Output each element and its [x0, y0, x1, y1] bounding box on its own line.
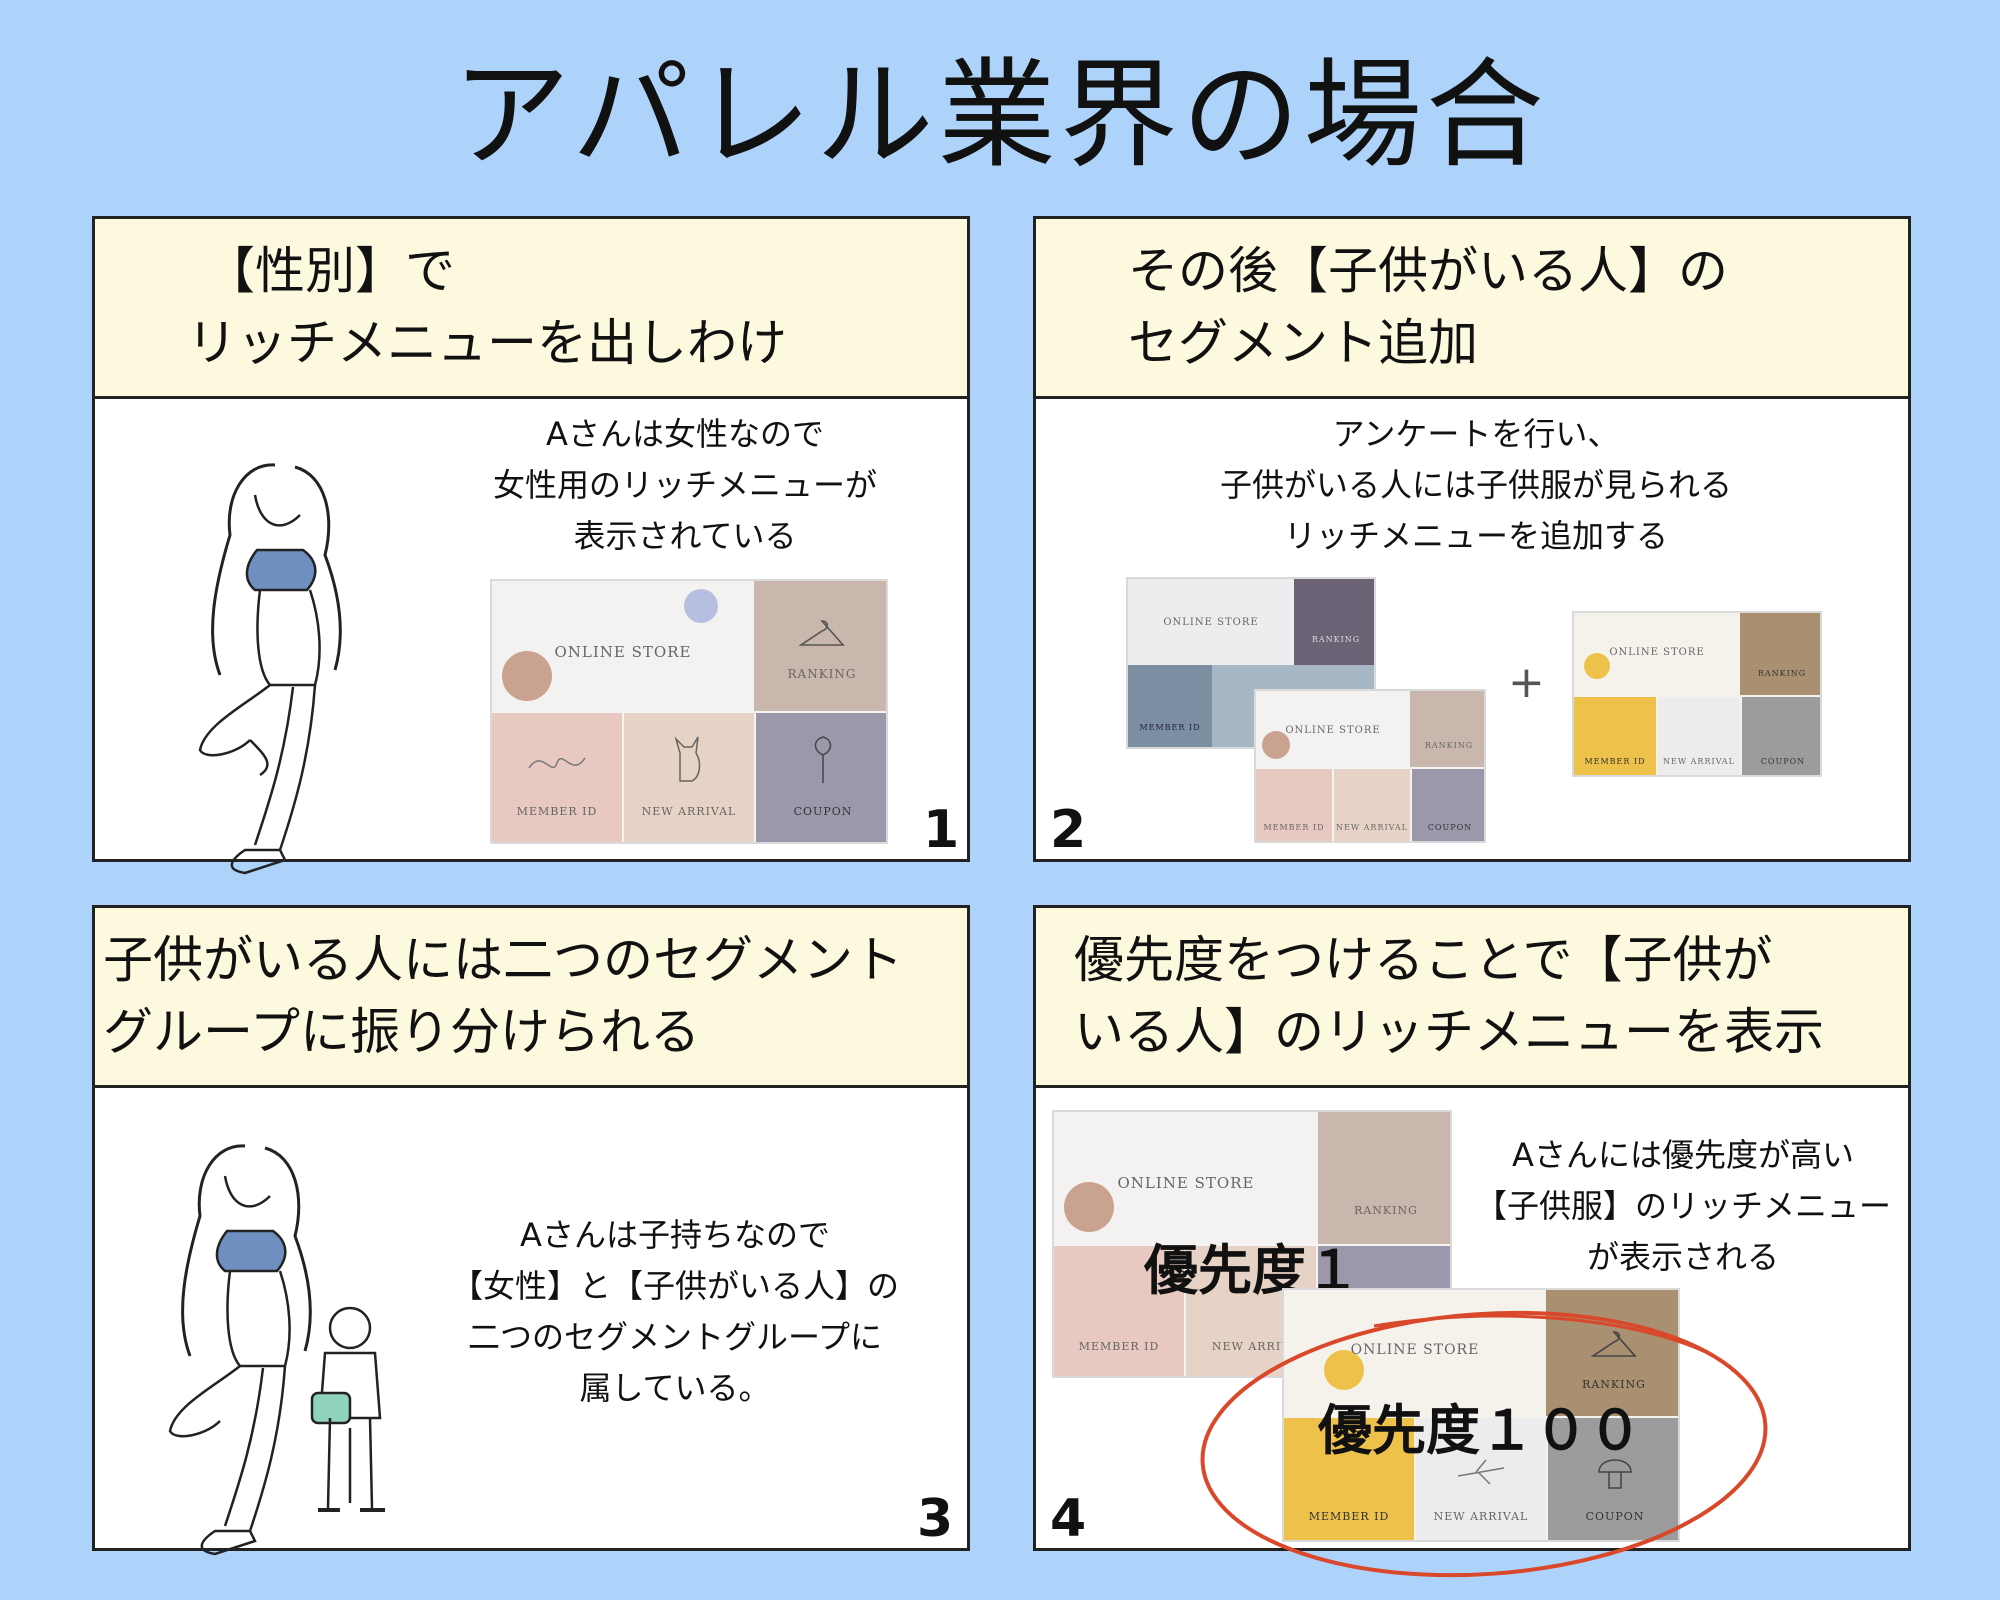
woman-illustration	[198, 463, 342, 875]
member-id-label: MEMBER ID	[1584, 757, 1646, 766]
women-rich-menu-card-small: ONLINE STORE RANKING MEMBER ID NEW ARRIV…	[1254, 689, 1486, 843]
member-id-label: MEMBER ID	[516, 805, 598, 818]
decorative-circle-icon	[1584, 653, 1610, 679]
panel-2-description: アンケートを行い、 子供がいる人には子供服が見られる リッチメニューを追加する	[1219, 415, 1732, 555]
online-store-label: ONLINE STORE	[1117, 1174, 1255, 1192]
decorative-circle-icon	[502, 651, 552, 701]
panel-1-heading-line-2: リッチメニューを出しわけ	[187, 314, 787, 372]
ranking-label: RANKING	[1582, 1378, 1646, 1391]
member-id-label: MEMBER ID	[1263, 823, 1325, 832]
hanger-icon	[1590, 1331, 1637, 1357]
online-store-label: ONLINE STORE	[554, 643, 692, 661]
member-id-label: MEMBER ID	[1139, 723, 1201, 732]
online-store-label: ONLINE STORE	[1285, 725, 1381, 736]
panel-1-gender-segment: 【性別】で リッチメニューを出しわけ Aさんは女性なので 女性用のリッチメニュー…	[92, 216, 970, 875]
member-id-cell: MEMBER ID	[492, 713, 622, 842]
panel-3-heading-line-2: グループに振り分けられる	[103, 1003, 700, 1061]
decorative-circle-icon	[1064, 1182, 1114, 1232]
panel-1-number: 1	[923, 800, 960, 860]
online-store-label: ONLINE STORE	[1350, 1342, 1480, 1358]
women-rich-menu-card: ONLINE STORE RANKING MEMBER ID NEW ARRIV…	[490, 579, 888, 844]
woman-illustration	[168, 1144, 312, 1556]
ribbon-icon	[528, 757, 586, 769]
kids-rich-menu-card: ONLINE STORE RANKING MEMBER ID NEW ARRIV…	[1572, 611, 1822, 777]
flower-icon	[684, 589, 718, 623]
panel-2-heading-line-2: セグメント追加	[1128, 314, 1478, 372]
highlight-circle	[1200, 1310, 1768, 1578]
panel-3-header: 子供がいる人には二つのセグメント グループに振り分けられる	[95, 908, 967, 1088]
ranking-label: RANKING	[787, 667, 857, 681]
child-illustration	[310, 1306, 385, 1512]
kids-rich-menu-priority-100: ONLINE STORE RANKING MEMBER ID NEW ARRIV…	[1282, 1288, 1680, 1542]
ranking-label: RANKING	[1311, 635, 1361, 644]
existing-menu-card-back: ONLINE STORE RANKING MEMBER ID	[1126, 577, 1376, 749]
panel-2-number: 2	[1050, 800, 1087, 860]
airplane-icon	[1457, 1459, 1505, 1485]
online-store-label: ONLINE STORE	[1163, 617, 1259, 628]
new-arrival-label: NEW ARRIVAL	[1336, 823, 1408, 832]
ranking-cell: RANKING	[754, 581, 886, 711]
mushroom-icon	[1598, 1459, 1632, 1489]
panel-3-two-groups: 子供がいる人には二つのセグメント グループに振り分けられる Aさんは子持ちなので…	[92, 905, 970, 1556]
new-arrival-label: NEW ARRIV	[1211, 1340, 1291, 1353]
coupon-label: COUPON	[1585, 1510, 1645, 1523]
page-title: アパレル業界の場合	[452, 46, 1548, 184]
panel-3-description: Aさんは子持ちなので 【女性】と【子供がいる人】の 二つのセグメントグループに …	[450, 1216, 899, 1407]
ranking-label: RANKING	[1424, 741, 1474, 750]
panel-3-number: 3	[917, 1489, 954, 1549]
panel-2-add-segment: その後【子供がいる人】の セグメント追加 アンケートを行い、 子供がいる人には子…	[1033, 216, 1911, 862]
plus-sign: +	[1508, 657, 1545, 708]
priority-100-label: 優先度１００	[1318, 1399, 1642, 1462]
panel-1-heading-line-1: 【性別】で	[205, 242, 455, 300]
decorative-circle-icon	[1262, 731, 1290, 759]
member-id-label: MEMBER ID	[1308, 1510, 1390, 1523]
new-arrival-label: NEW ARRIVAL	[1663, 757, 1735, 766]
ranking-label: RANKING	[1354, 1204, 1418, 1217]
panel-1-description: Aさんは女性なので 女性用のリッチメニューが 表示されている	[492, 415, 877, 555]
ranking-label: RANKING	[1757, 669, 1807, 678]
new-arrival-label: NEW ARRIVAL	[641, 805, 737, 818]
panel-4-number: 4	[1050, 1489, 1087, 1549]
online-store-cell: ONLINE STORE	[492, 581, 754, 711]
coupon-label: COUPON	[1760, 757, 1806, 766]
panel-1-header: 【性別】で リッチメニューを出しわけ	[95, 219, 967, 399]
online-store-label: ONLINE STORE	[1609, 647, 1705, 658]
panel-4-heading-line-2: いる人】のリッチメニューを表示	[1074, 1003, 1824, 1061]
panel-4-description: Aさんには優先度が高い 【子供服】のリッチメニュー が表示される	[1474, 1136, 1891, 1276]
panel-3-heading-line-1: 子供がいる人には二つのセグメント	[103, 931, 903, 989]
new-arrival-cell: NEW ARRIVAL	[624, 713, 754, 842]
coupon-label: COUPON	[1427, 823, 1473, 832]
panel-2-header: その後【子供がいる人】の セグメント追加	[1036, 219, 1908, 399]
panel-4-heading-line-1: 優先度をつけることで【子供が	[1074, 931, 1773, 989]
cat-icon	[674, 736, 701, 782]
panel-4-header: 優先度をつけることで【子供が いる人】のリッチメニューを表示	[1036, 908, 1908, 1088]
flower-stem-icon	[814, 736, 832, 783]
panel-2-heading-line-1: その後【子供がいる人】の	[1128, 242, 1728, 300]
coupon-label: COUPON	[793, 805, 853, 818]
coupon-cell: COUPON	[756, 713, 886, 842]
member-id-label: MEMBER ID	[1078, 1340, 1160, 1353]
hanger-icon	[798, 620, 845, 646]
decorative-circle-icon	[1324, 1350, 1364, 1390]
women-rich-menu-priority-1: ONLINE STORE RANKING MEMBER ID NEW ARRIV	[1052, 1110, 1452, 1378]
panel-4-priority: 優先度をつけることで【子供が いる人】のリッチメニューを表示 ONLINE ST…	[1033, 905, 1911, 1578]
new-arrival-label: NEW ARRIVAL	[1433, 1510, 1529, 1523]
